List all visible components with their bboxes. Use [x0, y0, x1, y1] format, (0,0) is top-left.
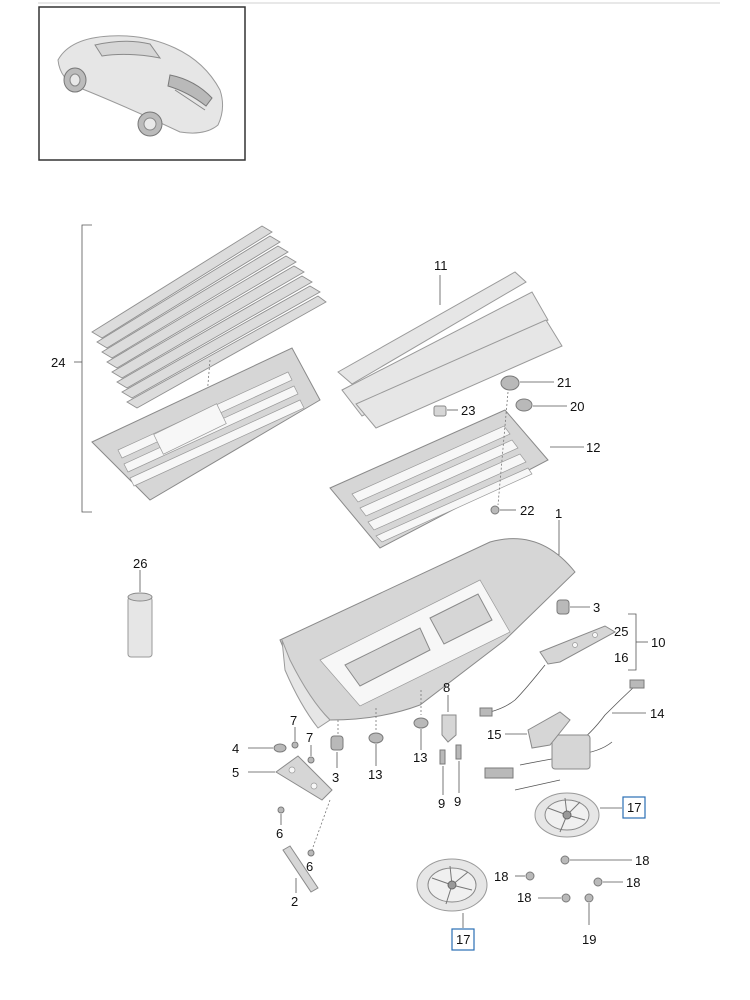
- screw-6-a: 6: [276, 806, 285, 841]
- touch-up-can-26: 26: [127, 556, 153, 658]
- callout-c8: 8: [443, 680, 450, 695]
- actuator-15: 15: [487, 711, 571, 749]
- callout-c16: 16: [614, 650, 628, 665]
- callout-c18b: 18: [494, 869, 508, 884]
- fan-17-upper: 17: [534, 792, 646, 838]
- gas-strut-2: 2: [282, 845, 319, 909]
- buffer-13-right: 13: [413, 690, 429, 765]
- bolt-7-b: 7: [306, 730, 315, 764]
- cap-21: 21: [500, 375, 571, 391]
- striker-8: 8: [441, 680, 457, 743]
- callout-c22: 22: [520, 503, 534, 518]
- nut-18-d: 18: [517, 890, 571, 905]
- callout-c20: 20: [570, 399, 584, 414]
- buffer-3-right: 3: [556, 599, 600, 615]
- clip-23: 23: [433, 403, 475, 418]
- callout-c18c: 18: [626, 875, 640, 890]
- callout-c21: 21: [557, 375, 571, 390]
- wiring-harness-14: 14: [484, 679, 664, 779]
- callout-c4: 4: [232, 741, 239, 756]
- callout-c9b: 9: [454, 794, 461, 809]
- nut-18-a: 18: [560, 853, 649, 868]
- nut-19: 19: [582, 893, 596, 947]
- bolt-9-a: 9: [438, 749, 446, 811]
- hinge-bracket-5: 5: [232, 755, 333, 801]
- buffer-13-left: 13: [368, 708, 384, 782]
- callout-c3b: 3: [332, 770, 339, 785]
- nut-18-b: 18: [494, 869, 535, 884]
- grille-assembly-24: 24: [51, 224, 327, 513]
- washer-4: 4: [232, 741, 287, 756]
- callout-c9a: 9: [438, 796, 445, 811]
- screw-22: 22: [490, 503, 534, 518]
- callout-11: 11: [434, 258, 448, 273]
- buffer-3-left: 3: [330, 720, 344, 785]
- grille-12: 12: [329, 409, 600, 549]
- bolt-7-a: 7: [290, 713, 299, 749]
- screw-6-b: 6: [306, 849, 315, 874]
- callout-c13a: 13: [413, 750, 427, 765]
- lock-bracket-25-16: 25 16 10: [539, 613, 665, 671]
- callout-c5: 5: [232, 765, 239, 780]
- callout-c15: 15: [487, 727, 501, 742]
- callout-c13b: 13: [368, 767, 382, 782]
- callout-c26: 26: [133, 556, 147, 571]
- callout-c18d: 18: [517, 890, 531, 905]
- callout-c25: 25: [614, 624, 628, 639]
- nut-18-c: 18: [593, 875, 640, 890]
- callout-c17b: 17: [456, 932, 470, 947]
- upper-louver-cover: [91, 225, 327, 409]
- callout-c7b: 7: [306, 730, 313, 745]
- callout-c1: 1: [555, 506, 562, 521]
- rear-lid-1: 1: [279, 506, 576, 729]
- lower-grille-frame: [91, 347, 321, 501]
- callout-c2: 2: [291, 894, 298, 909]
- callout-c17a: 17: [627, 800, 641, 815]
- callout-c7a: 7: [290, 713, 297, 728]
- spoiler-cover-11: 11: [337, 258, 563, 429]
- callout-12: 12: [586, 440, 600, 455]
- callout-c18a: 18: [635, 853, 649, 868]
- callout-c10: 10: [651, 635, 665, 650]
- bolt-9-b: 9: [454, 744, 462, 809]
- callout-c23: 23: [461, 403, 475, 418]
- callout-c6b: 6: [306, 859, 313, 874]
- cable-left: [479, 664, 546, 717]
- cap-20: 20: [515, 398, 584, 414]
- vehicle-thumbnail: [38, 6, 246, 161]
- callout-c3a: 3: [593, 600, 600, 615]
- callout-c14: 14: [650, 706, 664, 721]
- callout-24: 24: [51, 355, 65, 370]
- fan-17-lower: 17: [416, 858, 488, 951]
- callout-c6a: 6: [276, 826, 283, 841]
- callout-c19: 19: [582, 932, 596, 947]
